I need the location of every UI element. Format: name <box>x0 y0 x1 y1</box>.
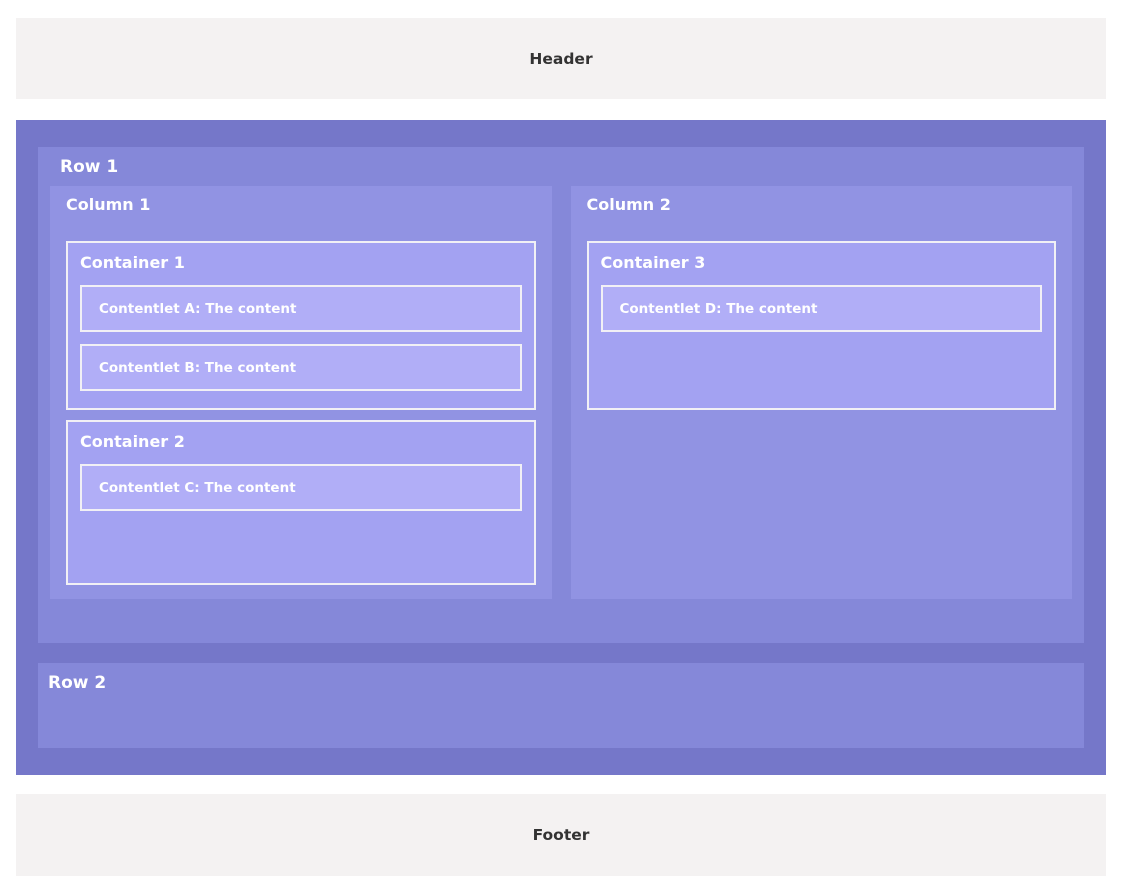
column-2-label: Column 2 <box>586 195 671 214</box>
column-1: Column 1 Container 1 Contentlet A: The c… <box>50 186 552 599</box>
column-2: Column 2 Container 3 Contentlet D: The c… <box>570 186 1072 599</box>
page-body-area: Row 1 Column 1 Container 1 Contentlet A:… <box>16 120 1106 775</box>
row-2-label: Row 2 <box>48 673 107 693</box>
column-1-label: Column 1 <box>66 195 151 214</box>
container-2-label: Container 2 <box>80 432 185 451</box>
row-1: Row 1 Column 1 Container 1 Contentlet A:… <box>38 147 1084 643</box>
contentlet-a-label: Contentlet A: The content <box>99 300 297 317</box>
contentlet-c-label: Contentlet C: The content <box>99 479 296 496</box>
header-bar: Header <box>16 18 1106 99</box>
container-3: Container 3 Contentlet D: The content <box>586 241 1056 410</box>
row-1-columns: Column 1 Container 1 Contentlet A: The c… <box>50 186 1072 599</box>
contentlet-b: Contentlet B: The content <box>80 344 522 391</box>
row-1-label: Row 1 <box>60 157 119 177</box>
container-1: Container 1 Contentlet A: The content Co… <box>66 241 536 410</box>
container-2: Container 2 Contentlet C: The content <box>66 420 536 585</box>
row-2: Row 2 <box>38 663 1084 748</box>
footer-bar: Footer <box>16 794 1106 876</box>
footer-title: Footer <box>532 826 590 844</box>
header-title: Header <box>529 49 593 68</box>
container-3-label: Container 3 <box>600 253 706 272</box>
container-1-label: Container 1 <box>80 253 185 272</box>
contentlet-d: Contentlet D: The content <box>600 285 1042 332</box>
contentlet-b-label: Contentlet B: The content <box>99 359 297 376</box>
contentlet-a: Contentlet A: The content <box>80 285 522 332</box>
contentlet-c: Contentlet C: The content <box>80 464 522 511</box>
contentlet-d-label: Contentlet D: The content <box>619 300 818 317</box>
